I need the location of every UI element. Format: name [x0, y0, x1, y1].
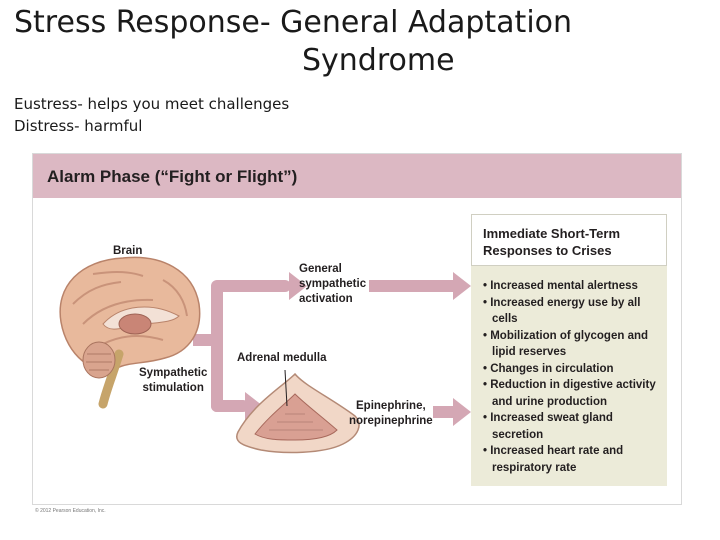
responses-heading-line-1: Immediate Short-Term [483, 226, 621, 241]
bullet-list: Eustress- helps you meet challenges Dist… [14, 93, 289, 137]
title-line-1: Stress Response- General Adaptation [14, 5, 573, 40]
bullet-distress: Distress- harmful [14, 117, 143, 135]
phase-title: Alarm Phase (“Fight or Flight”) [47, 167, 298, 186]
general-activation-line-1: General [299, 263, 342, 275]
responses-heading: Immediate Short-Term Responses to Crises [471, 214, 667, 266]
to-responses-lower-shaft [433, 406, 455, 418]
responses-heading-line-2: Responses to Crises [483, 243, 612, 258]
figure-illustration [59, 256, 471, 454]
sympathetic-stimulation-label: Sympathetic stimulation [139, 366, 207, 396]
lower-arrow-shaft [211, 400, 249, 412]
brain-illustration [59, 256, 201, 409]
response-item: • Increased energy use by all cells [483, 296, 641, 326]
adrenal-gland-illustration [236, 369, 360, 454]
brain-label: Brain [113, 245, 143, 257]
sympathetic-stimulation-line-1: Sympathetic [139, 367, 208, 379]
response-item: • Increased sweat gland secretion [483, 412, 613, 441]
arrow-connectors [193, 272, 471, 426]
response-item: • Increased mental alertness [483, 280, 638, 292]
responses-list: • Increased mental alertness • Increased… [483, 278, 667, 476]
response-item: • Mobilization of glycogen and lipid res… [483, 329, 649, 359]
vertical-connector [211, 282, 223, 412]
response-item: • Increased heart rate and respiratory r… [483, 445, 624, 474]
phase-header-bar: Alarm Phase (“Fight or Flight”) [33, 154, 681, 198]
general-activation-label: General sympathetic activation [299, 262, 366, 307]
general-activation-line-3: activation [299, 293, 353, 305]
slide-title: Stress Response- General Adaptation Synd… [14, 4, 594, 80]
adrenal-medulla-label: Adrenal medulla [237, 352, 327, 364]
bullet-eustress: Eustress- helps you meet challenges [14, 95, 290, 113]
title-line-2: Syndrome [302, 43, 455, 78]
hormones-line-2: norepinephrine [349, 415, 433, 427]
responses-box: Immediate Short-Term Responses to Crises… [471, 214, 667, 486]
to-responses-lower-head [453, 398, 471, 426]
hormones-label: Epinephrine, norepinephrine [349, 399, 433, 429]
general-activation-line-2: sympathetic [299, 278, 367, 290]
response-item: • Changes in circulation [483, 362, 614, 375]
to-responses-upper-head [453, 272, 471, 300]
response-item: • Reduction in digestive activity and ur… [483, 379, 656, 408]
upper-arrow-head [289, 272, 307, 300]
upper-arrow-shaft [211, 280, 291, 292]
alarm-phase-figure: Alarm Phase (“Fight or Flight”) [32, 153, 682, 514]
to-responses-upper-shaft [369, 280, 455, 292]
copyright-notice: © 2012 Pearson Education, Inc. [35, 508, 106, 514]
lower-arrow-head [245, 392, 263, 420]
hormones-line-1: Epinephrine, [356, 400, 426, 412]
sympathetic-stimulation-line-2: stimulation [142, 382, 204, 394]
